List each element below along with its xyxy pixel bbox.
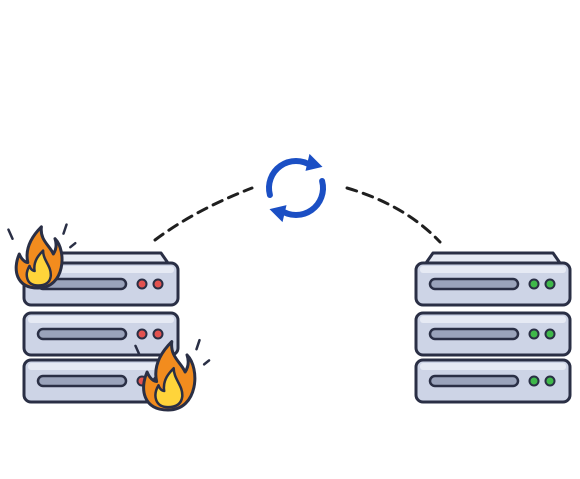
failed-server-status-led (152, 278, 164, 290)
failed-server-unit-2 (22, 311, 180, 357)
failed-server-status-led (136, 328, 148, 340)
backup-server-status-led (544, 328, 556, 340)
sync-arc-top (266, 158, 315, 198)
fire-icon-top (7, 223, 77, 290)
dashed-connector-left (153, 186, 254, 242)
backup-server-unit-3 (414, 358, 572, 404)
backup-server-unit-1 (414, 261, 572, 307)
backup-server (414, 251, 572, 404)
failed-server-status-led (152, 328, 164, 340)
dashed-connector-right (345, 186, 442, 244)
backup-server-status-led (544, 375, 556, 387)
failed-server-status-led (136, 278, 148, 290)
flame-spark (134, 344, 141, 357)
backup-server-status-led (544, 278, 556, 290)
sync-arrows-icon (266, 153, 326, 223)
fire-icon-bottom (134, 338, 211, 412)
flame-spark (69, 241, 77, 249)
flame-spark (195, 338, 201, 351)
backup-server-drive-slot (428, 374, 520, 388)
failed-server-unit-highlight (28, 316, 174, 323)
sync-arc-bottom (277, 178, 326, 218)
flame-inner (25, 249, 53, 287)
backup-server-unit-highlight (420, 363, 566, 370)
backup-server-unit-highlight (420, 266, 566, 273)
sync-arrowhead-bottom (269, 205, 287, 223)
backup-server-status-led (528, 375, 540, 387)
backup-server-drive-slot (428, 277, 520, 291)
flame-spark (7, 228, 14, 240)
failed-server-unit-highlight (28, 363, 174, 370)
backup-server-drive-slot (428, 327, 520, 341)
failed-server-unit-highlight (28, 266, 174, 273)
backup-server-unit-2 (414, 311, 572, 357)
failed-server-drive-slot (36, 374, 128, 388)
sync-arrowhead-top (305, 153, 323, 171)
failed-server-drive-slot (36, 327, 128, 341)
flame-inner (154, 366, 184, 409)
backup-server-status-led (528, 328, 540, 340)
flame-spark (202, 359, 211, 366)
backup-server-unit-highlight (420, 316, 566, 323)
backup-server-status-led (528, 278, 540, 290)
flame-spark (62, 223, 68, 235)
